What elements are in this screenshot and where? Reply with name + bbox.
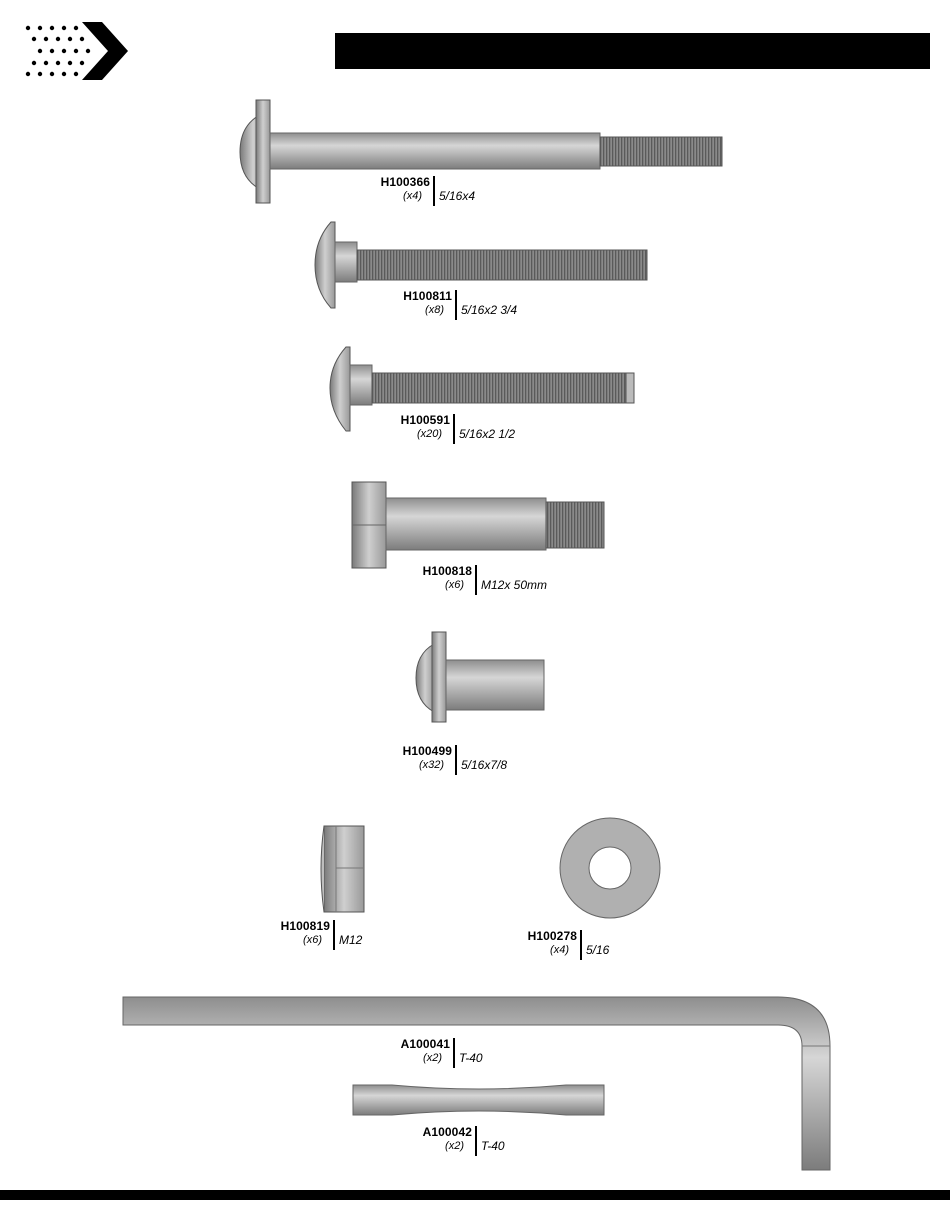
hex-shoulder-bolt-icon (352, 482, 614, 570)
part-size: 5/16x7/8 (461, 758, 507, 772)
part-id: A100042 (423, 1125, 472, 1139)
part-size: 5/16x2 3/4 (461, 303, 517, 317)
label-divider (433, 176, 435, 206)
part-qty: (x2) (445, 1140, 464, 1152)
part-id: H100811 (403, 289, 452, 303)
label-divider (475, 1126, 477, 1156)
flat-washer-icon (558, 816, 662, 920)
label-divider (333, 920, 335, 950)
part-qty: (x8) (425, 304, 444, 316)
footer-bar (0, 1190, 950, 1200)
part-size: 5/16 (586, 943, 609, 957)
part-id: A100041 (401, 1037, 450, 1051)
part-qty: (x4) (403, 190, 422, 202)
flange-barrel-nut-icon (416, 632, 548, 724)
header-bar (335, 33, 930, 69)
label-divider (455, 745, 457, 775)
part-id: H100366 (381, 175, 430, 189)
part-size: 5/16x2 1/2 (459, 427, 515, 441)
part-id: H100278 (528, 929, 577, 943)
part-id: H100591 (401, 413, 450, 427)
part-size: T-40 (481, 1139, 505, 1153)
part-id: H100818 (423, 564, 472, 578)
label-divider (580, 930, 582, 960)
part-id: H100499 (403, 744, 452, 758)
part-size: M12 (339, 933, 362, 947)
part-qty: (x20) (417, 428, 442, 440)
part-size: 5/16x4 (439, 189, 475, 203)
double-end-bit-icon (352, 1083, 606, 1117)
part-qty: (x6) (445, 579, 464, 591)
brand-logo-icon (22, 20, 132, 82)
part-qty: (x32) (419, 759, 444, 771)
part-qty: (x4) (550, 944, 569, 956)
label-divider (453, 414, 455, 444)
part-id: H100819 (281, 919, 330, 933)
carriage-bolt-icon (330, 345, 636, 435)
label-divider (453, 1038, 455, 1068)
label-divider (475, 565, 477, 595)
label-divider (455, 290, 457, 320)
hex-nut-icon (318, 824, 366, 914)
part-size: T-40 (459, 1051, 483, 1065)
carriage-bolt-icon (315, 220, 649, 312)
part-size: M12x 50mm (481, 578, 547, 592)
part-qty: (x6) (303, 934, 322, 946)
part-qty: (x2) (423, 1052, 442, 1064)
flange-bolt-long-icon (240, 100, 724, 205)
